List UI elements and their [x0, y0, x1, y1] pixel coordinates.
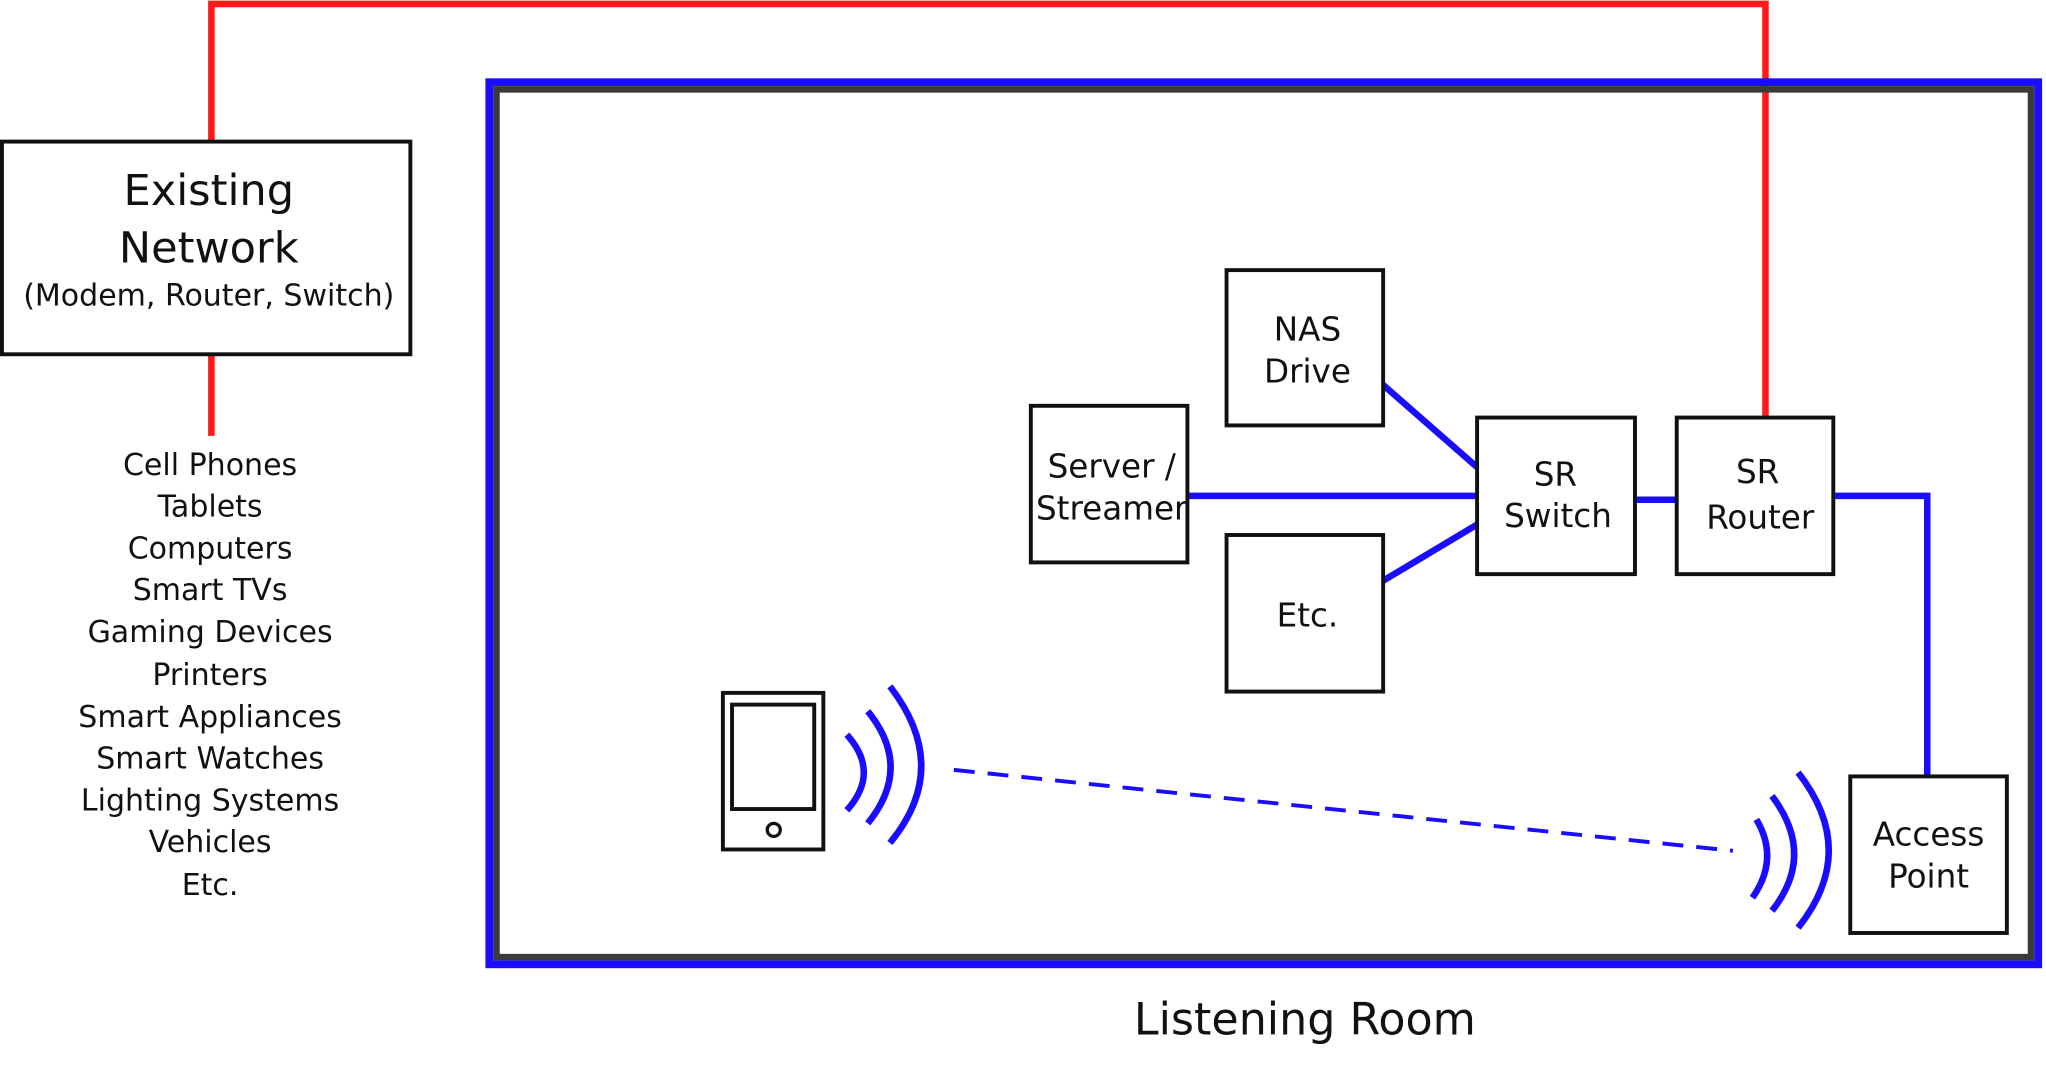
existing-network-title-1: Existing — [124, 166, 295, 216]
access-point-wifi-icon — [1749, 770, 1832, 930]
etc-switch-link — [1381, 521, 1479, 584]
listening-room-inner-border — [493, 86, 2035, 961]
switch-label-1: SR — [1534, 455, 1577, 493]
device-item: Smart TVs — [133, 573, 288, 608]
device-item: Smart Watches — [96, 742, 324, 777]
server-label-2: Streamer — [1036, 489, 1188, 527]
device-item: Smart Appliances — [78, 700, 342, 735]
etc-label: Etc. — [1277, 596, 1339, 634]
device-item: Cell Phones — [123, 448, 297, 483]
device-item: Printers — [152, 658, 267, 693]
nas-switch-link — [1380, 382, 1480, 470]
listening-room-label: Listening Room — [1134, 995, 1476, 1046]
router-label-2: Router — [1706, 498, 1815, 536]
existing-network-title-2: Network — [119, 223, 299, 273]
router-ap-link — [1833, 492, 1931, 777]
ap-label-2: Point — [1888, 857, 1969, 895]
sr-router-box: SR Router — [1674, 415, 1836, 577]
existing-network-subtitle: (Modem, Router, Switch) — [23, 278, 394, 313]
tablet-wifi-icon — [844, 684, 925, 846]
device-item: Vehicles — [149, 825, 272, 860]
device-item: Lighting Systems — [81, 783, 339, 818]
nas-drive-box: NAS Drive — [1224, 268, 1386, 428]
ap-label-1: Access — [1873, 816, 1985, 854]
device-list: Cell Phones Tablets Computers Smart TVs … — [78, 448, 342, 903]
tablet-icon — [720, 690, 826, 852]
server-streamer-box: Server / Streamer — [1028, 403, 1190, 565]
nas-label-2: Drive — [1264, 352, 1351, 390]
device-item: Etc. — [182, 868, 239, 903]
listening-room-border — [485, 78, 2043, 969]
router-label-1: SR — [1736, 453, 1779, 491]
etc-box: Etc. — [1224, 533, 1386, 694]
nas-label-1: NAS — [1274, 311, 1341, 349]
existing-network-box: Existing Network (Modem, Router, Switch) — [0, 139, 413, 357]
wan-link — [208, 0, 1769, 418]
access-point-box: Access Point — [1848, 774, 2009, 935]
wireless-link — [953, 767, 1734, 853]
switch-label-2: Switch — [1504, 497, 1612, 535]
device-item: Gaming Devices — [88, 615, 333, 650]
server-label-1: Server / — [1048, 448, 1176, 486]
device-item: Tablets — [157, 490, 263, 525]
device-item: Computers — [128, 531, 293, 566]
sr-switch-box: SR Switch — [1475, 415, 1637, 577]
